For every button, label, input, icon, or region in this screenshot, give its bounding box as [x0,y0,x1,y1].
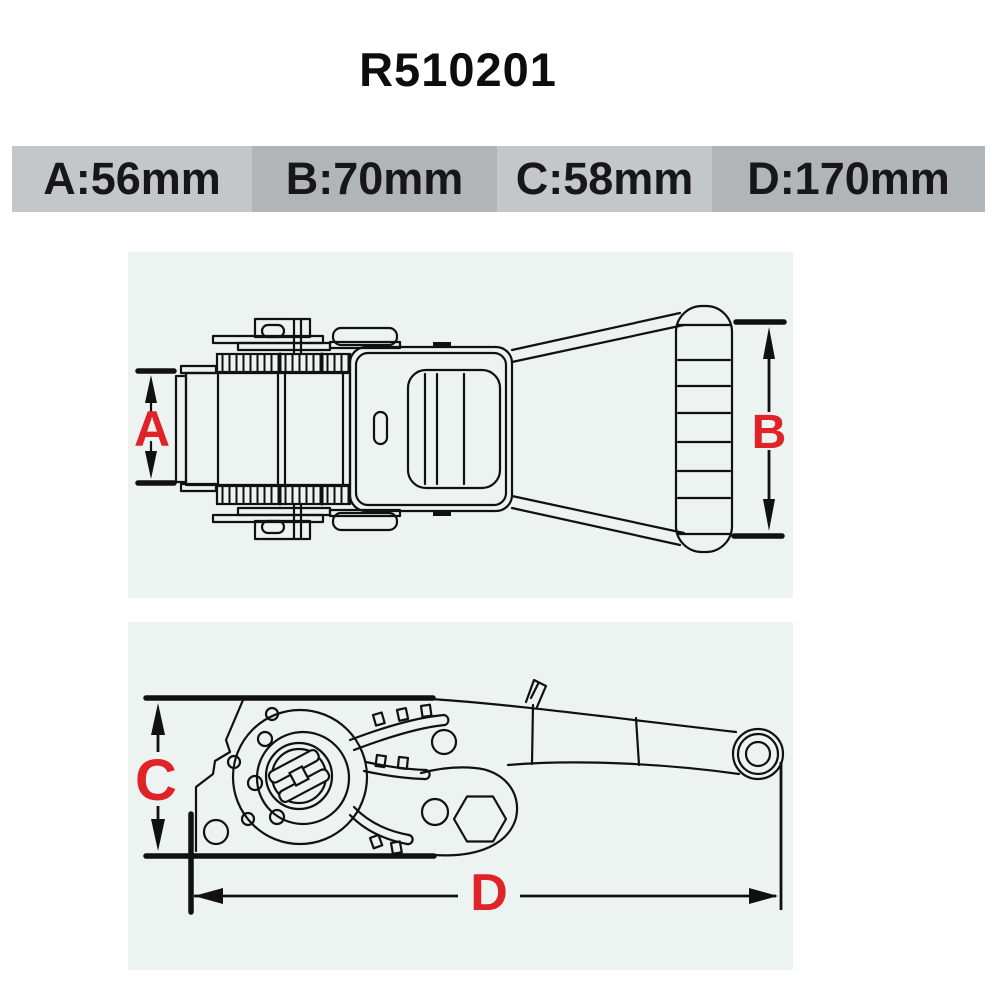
handle-arms [510,311,686,547]
stacked-plates-top [211,317,451,356]
dim-label-a: A [134,401,170,457]
ratchet-teeth-arcs [348,703,450,855]
stacked-plates-bottom [211,502,451,541]
buckle-body [194,698,519,857]
top-view-drawing: A [134,304,787,554]
dimension-c-marker: C [135,703,177,851]
spec-bar: A:56mm B:70mm C:58mm D:170mm [12,146,985,212]
spec-cell-c: C:58mm [497,146,712,212]
frame-slot-oval [372,410,389,446]
dim-label-d: D [470,864,508,922]
dimension-a-marker: A [134,368,177,486]
pawl-ring [255,730,351,826]
lever-handle [429,678,741,776]
dim-label-b: B [752,406,787,459]
axle-slot [267,748,331,804]
spec-cell-a: A:56mm [12,146,252,212]
dim-label-c: C [135,748,177,813]
rivet-hole-left [202,818,230,846]
release-tab [524,678,548,709]
buckle-frame [348,345,514,513]
drawing-panel-top-view: A [128,252,793,598]
handle-grip [674,304,734,554]
spec-cell-b: B:70mm [252,146,497,212]
dimension-d-marker: D [188,762,783,922]
rivet-lower [420,797,450,827]
side-view-drawing: C D [135,678,785,922]
ratchet-hub [226,706,369,846]
drawing-panel-side-view: C D [128,622,793,970]
page-title: R510201 [359,43,557,96]
dimension-b-marker: B [731,319,787,539]
spec-cell-d: D:170mm [712,146,985,212]
ratchet-spool [174,364,352,493]
hex-and-rivets [420,728,508,843]
gear-teeth-bands [215,352,352,506]
hex-nut [452,795,508,843]
grip-end-ring [731,727,785,781]
reference-lines [143,695,437,859]
rivet-upper [430,728,458,756]
